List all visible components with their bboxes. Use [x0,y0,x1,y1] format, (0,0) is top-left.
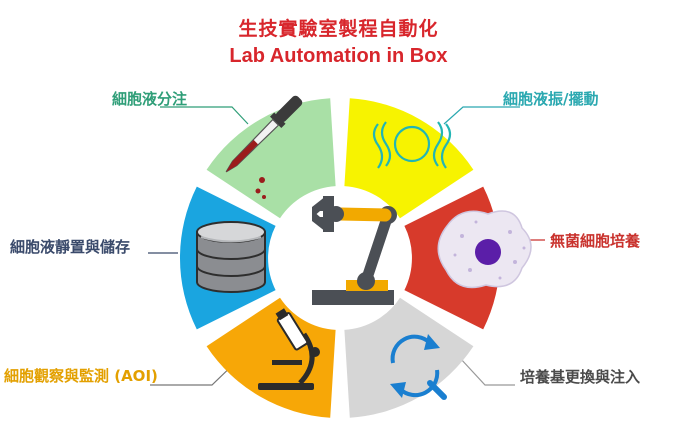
segment-observe [206,297,336,418]
label-culture: 無菌細胞培養 [550,232,641,250]
label-medium: 培養基更換與注入 [520,368,641,386]
drops-icon [255,177,266,199]
segment-shake [344,98,474,219]
leader-line-shake [443,106,520,125]
leader-line-medium [459,357,515,386]
label-storage: 細胞液靜置與儲存 [10,238,131,256]
pipette-icon [225,95,303,173]
vibration-icon [372,121,452,169]
robot-arm-icon [312,196,397,305]
database-icon [196,221,266,293]
label-shake: 細胞液振/擺動 [503,90,599,108]
refresh-cycle-icon [390,334,447,400]
segment-medium [344,297,474,418]
label-dispense: 細胞液分注 [112,90,188,108]
cell-icon [437,210,532,289]
label-observe: 細胞觀察與監測 (AOI) [4,367,158,385]
segment-dispense [206,98,336,219]
title-chinese: 生技實驗室製程自動化 [238,18,439,40]
leader-line-dispense [160,106,249,125]
title-english: Lab Automation in Box [229,45,448,67]
microscope-icon [258,308,320,390]
